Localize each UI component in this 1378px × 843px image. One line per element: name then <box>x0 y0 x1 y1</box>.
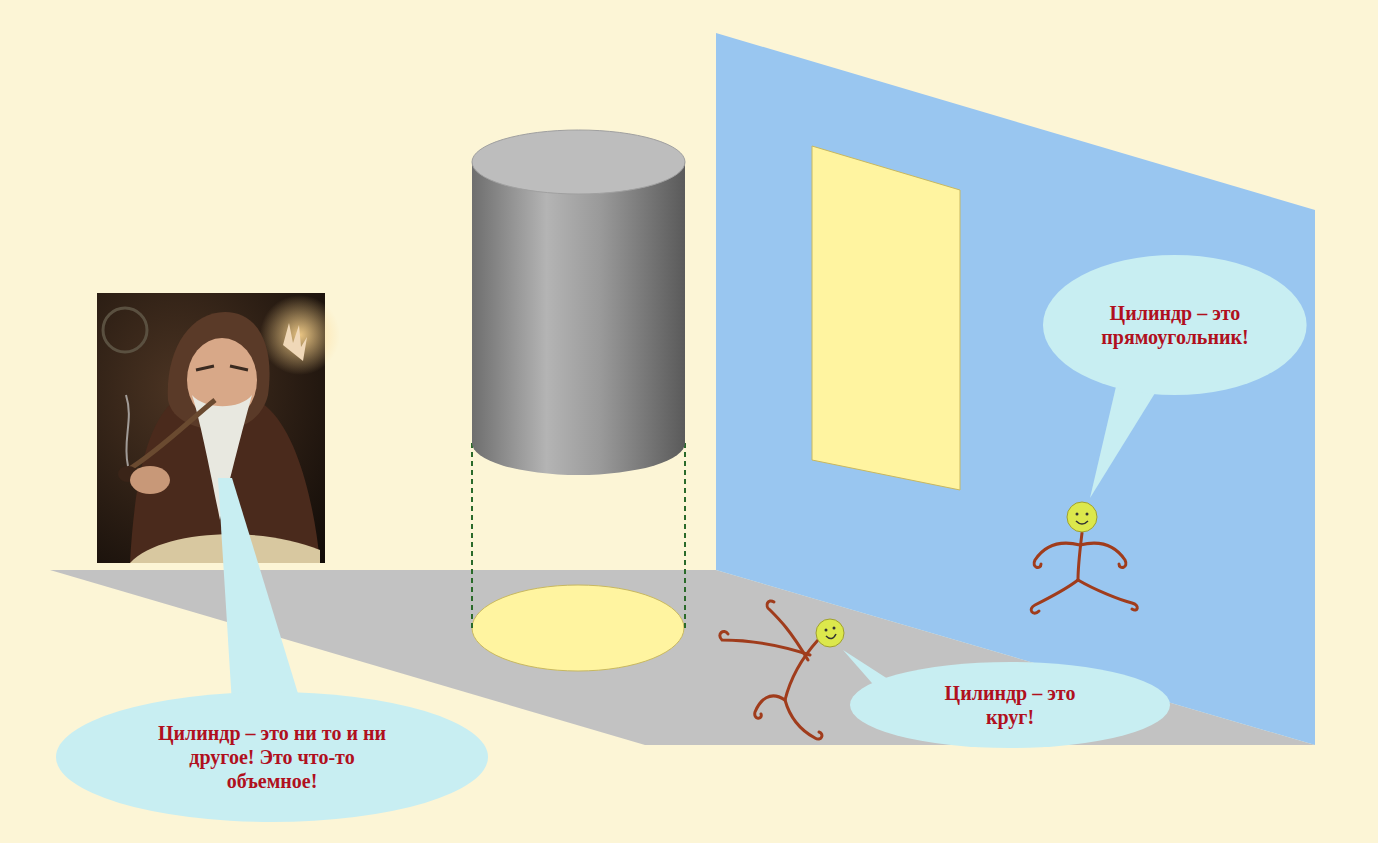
stick-head <box>816 619 844 647</box>
speech-bubble: Цилиндр – это ни то и ни другое! Это что… <box>56 692 488 822</box>
bubble-text: Цилиндр – это прямоугольник! <box>1091 301 1259 349</box>
rectangle-projection <box>812 146 960 490</box>
bubble-outline <box>1043 255 1307 395</box>
cylinder-top <box>472 130 685 194</box>
bubble-text: Цилиндр – это ни то и ни другое! Это что… <box>147 721 397 793</box>
wall-plane <box>716 33 1315 745</box>
bubble-tail <box>218 478 300 704</box>
projection-line <box>684 443 686 628</box>
speech-bubble: Цилиндр – это прямоугольник! <box>1043 255 1307 395</box>
stick-figure <box>1031 533 1137 613</box>
stick-figure <box>720 601 822 739</box>
speech-bubble: Цилиндр – это круг! <box>850 662 1170 748</box>
stick-head <box>1067 502 1097 532</box>
cylinder-body <box>472 162 685 475</box>
projection-line <box>471 443 473 628</box>
bubble-outline <box>850 662 1170 748</box>
circle-projection <box>472 585 684 671</box>
bubble-text: Цилиндр – это круг! <box>925 681 1095 729</box>
portrait <box>97 293 340 563</box>
bubble-tail <box>1090 378 1160 498</box>
